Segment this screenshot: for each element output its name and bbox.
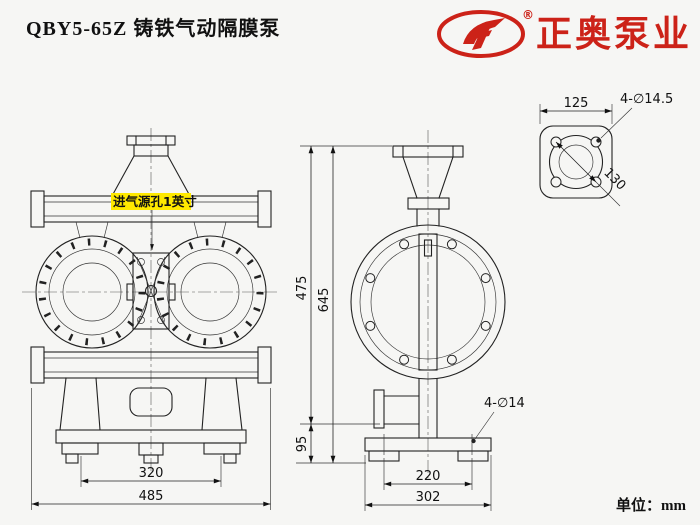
page-title: QBY5-65Z 铸铁气动隔膜泵 [26,18,281,40]
unit-label: 单位：mm [616,498,686,514]
side-view [350,130,506,478]
base-bolt-note: 4-∅14 [484,396,525,411]
flange-detail-view: 125 130 4-∅14.5 [539,92,673,207]
dim-overall-height: 645 [317,146,336,463]
base-bolt-callout: 4-∅14 [471,396,525,444]
flange-bolt-callout: 4-∅14.5 [596,92,673,143]
dim-text-475: 475 [295,276,310,301]
air-inlet-label: 进气源孔1英寸 [113,194,197,209]
dim-flange-diagonal: 130 [555,141,629,207]
dim-text-flange-width: 125 [564,96,589,111]
air-valve-block [126,252,176,330]
dim-text-220: 220 [416,469,441,484]
dim-text-485: 485 [139,489,164,504]
registered-trademark: ® [521,8,534,22]
dim-text-645: 645 [317,288,332,313]
dim-heights: 475 645 95 [295,145,392,464]
dim-flange-width: 125 [539,96,613,124]
dim-side-bolt-span: 220 [383,458,473,490]
dim-base-height: 95 [295,424,314,463]
front-view [22,128,280,474]
brand-logo-icon [436,10,525,58]
flange-bolt-note: 4-∅14.5 [620,92,673,107]
dim-text-flange-diagonal: 130 [600,165,628,193]
dim-text-302: 302 [416,490,441,505]
dim-side-base-width: 302 [364,455,492,511]
dim-front-overall-width: 485 [31,388,271,510]
brand-logo: ® 正奥泵业 [434,6,692,62]
brand-name: 正奥泵业 [535,14,692,54]
dim-text-320: 320 [139,466,164,481]
air-inlet-callout: 进气源孔1英寸 [111,193,197,250]
dim-front-foot-span: 320 [80,456,222,487]
dim-text-95: 95 [295,436,310,453]
dim-body-height: 475 [295,146,314,424]
